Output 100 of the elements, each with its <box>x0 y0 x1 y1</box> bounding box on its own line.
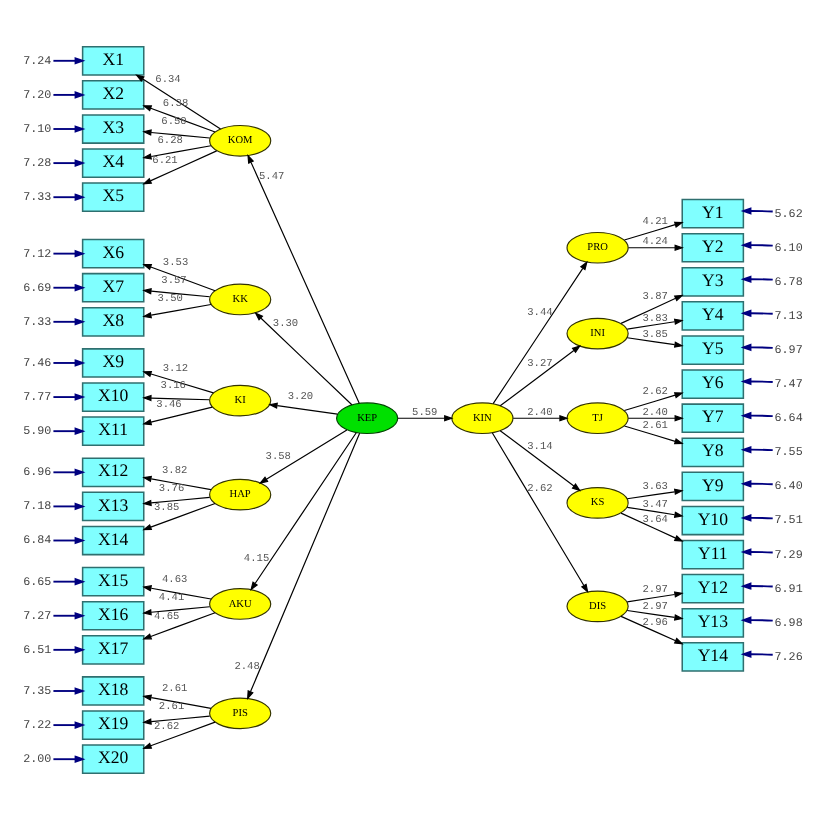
node-box: Y3 <box>681 265 745 296</box>
arrow <box>620 614 684 644</box>
arrow <box>52 158 86 166</box>
node-box: Y1 <box>681 197 745 228</box>
node-box: X12 <box>81 456 145 487</box>
arrow <box>142 128 211 138</box>
node-box: X14 <box>81 524 145 555</box>
arrow <box>142 474 212 490</box>
arrow <box>740 649 774 658</box>
arrow <box>740 342 774 351</box>
arrow <box>52 248 86 257</box>
node-box: X18 <box>81 675 145 705</box>
node-box: X15 <box>81 565 145 596</box>
node-box: Y13 <box>681 606 745 637</box>
node-box: Y10 <box>681 504 745 535</box>
node-box: X8 <box>81 305 145 336</box>
arrow <box>142 286 211 297</box>
arrow <box>623 391 684 411</box>
node-box: X11 <box>81 415 145 446</box>
arrow <box>142 605 211 615</box>
node-box: X1 <box>81 44 145 75</box>
node-box: X5 <box>81 181 145 212</box>
arrow <box>52 645 86 653</box>
node-box: X20 <box>81 743 145 774</box>
node-box: X7 <box>81 271 145 302</box>
node-box: Y5 <box>681 334 745 364</box>
arrow <box>626 317 684 329</box>
arrow <box>142 501 216 530</box>
node-box: Y12 <box>681 572 745 603</box>
node-box: Y4 <box>681 300 745 330</box>
node-box: X3 <box>81 113 145 143</box>
arrow <box>52 467 86 476</box>
arrow <box>620 511 684 541</box>
node-box: Y8 <box>681 436 745 467</box>
node-box: Y7 <box>681 402 745 433</box>
arrow <box>142 714 211 724</box>
arrow <box>740 376 774 385</box>
arrow <box>740 513 774 521</box>
arrow <box>627 243 684 251</box>
arrow <box>142 369 215 393</box>
node-box: X9 <box>81 347 145 377</box>
arrow <box>740 308 774 317</box>
arrow <box>740 410 774 419</box>
arrow <box>491 431 589 593</box>
arrow <box>52 754 86 762</box>
arrow <box>258 428 348 483</box>
arrow <box>142 149 218 184</box>
node-box: Y6 <box>681 368 745 398</box>
arrow <box>52 686 86 694</box>
node-box: X19 <box>81 709 145 739</box>
arrow <box>740 274 774 282</box>
arrow <box>52 317 86 325</box>
arrow <box>626 336 684 347</box>
arrow <box>52 282 86 291</box>
arrow <box>142 611 216 639</box>
arrow <box>142 144 212 159</box>
arrow <box>740 444 774 453</box>
node-box: X4 <box>81 147 145 177</box>
arrow <box>142 584 212 599</box>
arrow <box>142 693 212 708</box>
arrow <box>52 426 86 434</box>
node-box: Y11 <box>681 538 745 569</box>
arrow <box>142 262 216 291</box>
node-box: Y14 <box>681 641 745 671</box>
arrow <box>52 392 86 400</box>
arrow <box>626 590 684 602</box>
arrow <box>397 413 454 421</box>
node-box: X6 <box>81 237 145 268</box>
arrow <box>740 206 774 214</box>
arrow <box>623 220 684 240</box>
arrow <box>740 615 774 623</box>
node-box: X13 <box>81 490 145 521</box>
arrow <box>254 310 353 405</box>
arrow <box>52 192 86 200</box>
node-box: X16 <box>81 599 145 630</box>
arrow <box>512 413 569 421</box>
arrow <box>740 240 774 248</box>
node-box: X17 <box>81 633 145 664</box>
arrow <box>623 424 684 444</box>
arrow <box>142 393 210 401</box>
arrow <box>250 431 357 590</box>
arrow <box>620 293 684 323</box>
arrow <box>52 501 86 510</box>
arrow <box>52 535 86 544</box>
arrow <box>142 302 212 318</box>
node-box: Y2 <box>681 231 745 262</box>
arrow <box>135 73 222 129</box>
arrow <box>142 495 211 506</box>
arrow <box>626 608 684 620</box>
arrow <box>626 487 684 499</box>
arrow <box>499 429 582 491</box>
arrow <box>740 581 774 589</box>
arrow <box>492 259 588 404</box>
arrow <box>52 90 86 98</box>
arrow <box>52 610 86 619</box>
node-box: Y9 <box>681 470 745 501</box>
arrow <box>52 358 86 366</box>
arrow <box>247 153 360 403</box>
arrow <box>52 124 86 132</box>
arrow <box>142 720 216 748</box>
